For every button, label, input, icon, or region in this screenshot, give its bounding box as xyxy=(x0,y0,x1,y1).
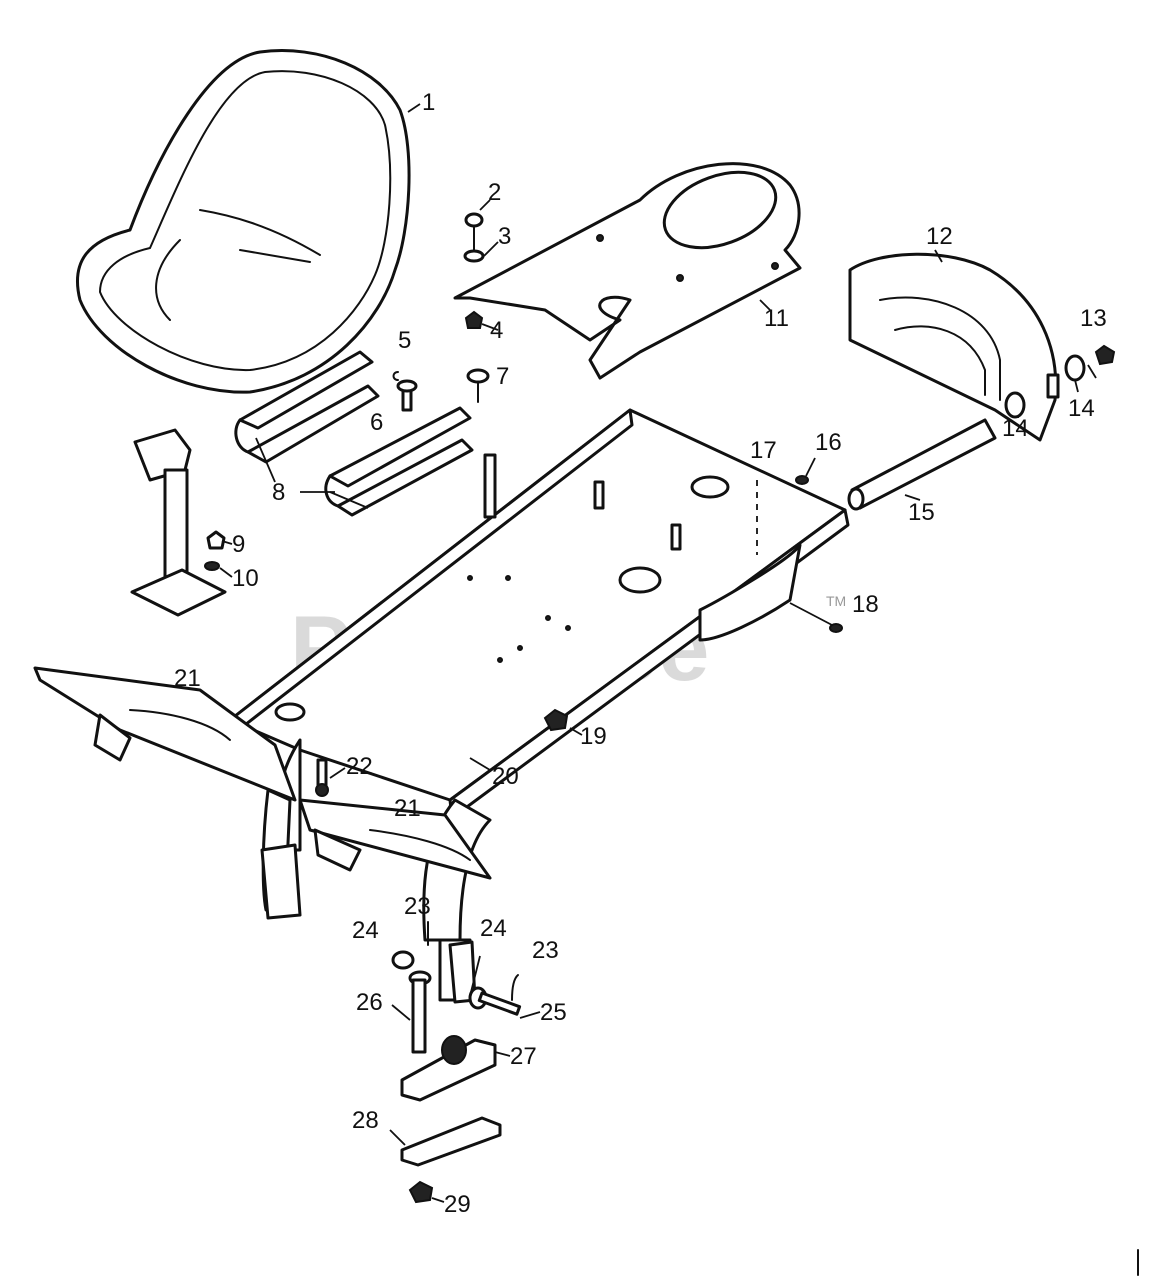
callout-23a: 23 xyxy=(404,893,431,920)
callout-26: 26 xyxy=(356,989,383,1016)
bolt-washer-nut xyxy=(463,212,485,329)
seat-brackets xyxy=(234,350,474,517)
callout-7: 7 xyxy=(496,363,509,390)
seat-part xyxy=(75,49,411,394)
seat-post xyxy=(130,428,227,617)
callout-1: 1 xyxy=(422,89,435,116)
callout-9: 9 xyxy=(232,531,245,558)
callout-21b: 21 xyxy=(394,795,421,822)
footrests xyxy=(33,666,492,880)
callout-23b: 23 xyxy=(532,937,559,964)
callout-18: 18 xyxy=(852,591,879,618)
callout-16: 16 xyxy=(815,429,842,456)
small-hardware xyxy=(392,368,490,412)
callout-10: 10 xyxy=(232,565,259,592)
leader-lines xyxy=(219,103,1097,1203)
callout-labels: 1 2 3 4 5 6 7 8 9 10 11 12 13 14 14 15 1… xyxy=(174,89,1107,1218)
callout-14b: 14 xyxy=(1002,415,1029,442)
callout-24a: 24 xyxy=(352,917,379,944)
callout-20: 20 xyxy=(492,763,519,790)
callout-13: 13 xyxy=(1080,305,1107,332)
rear-weight xyxy=(848,252,1116,442)
callout-5: 5 xyxy=(398,327,411,354)
callout-27: 27 xyxy=(510,1043,537,1070)
callout-2: 2 xyxy=(488,179,501,206)
callout-21a: 21 xyxy=(174,665,201,692)
callout-17: 17 xyxy=(750,437,777,464)
callout-12: 12 xyxy=(926,223,953,250)
callout-3: 3 xyxy=(498,223,511,250)
callout-19: 19 xyxy=(580,723,607,750)
frame xyxy=(228,408,850,1002)
lower-hardware xyxy=(260,475,843,1204)
callout-6: 6 xyxy=(370,409,383,436)
watermark-trademark: TM xyxy=(826,593,846,609)
callout-28: 28 xyxy=(352,1107,379,1134)
callout-25: 25 xyxy=(540,999,567,1026)
callout-24b: 24 xyxy=(480,915,507,942)
seat-support-plate xyxy=(453,162,802,380)
callout-11: 11 xyxy=(764,305,789,332)
callout-14a: 14 xyxy=(1068,395,1095,422)
weight-rod xyxy=(847,418,997,511)
callout-22: 22 xyxy=(346,753,373,780)
callout-15: 15 xyxy=(908,499,935,526)
callout-4: 4 xyxy=(490,317,503,344)
callout-8: 8 xyxy=(272,479,285,506)
callout-29: 29 xyxy=(444,1191,471,1218)
